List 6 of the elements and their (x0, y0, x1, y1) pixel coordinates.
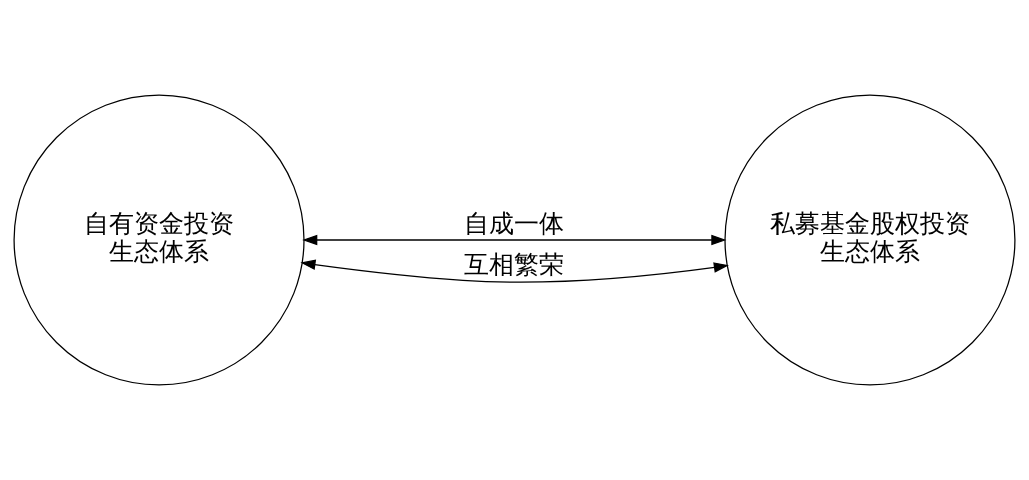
edge-label: 自成一体 (464, 209, 565, 239)
arrow (300, 259, 729, 283)
edge-label: 互相繁荣 (464, 249, 565, 279)
arrow (302, 234, 727, 246)
node-circle: 私募基金股权投资生态体系 (724, 94, 1016, 386)
node-circle: 自有资金投资生态体系 (13, 94, 305, 386)
